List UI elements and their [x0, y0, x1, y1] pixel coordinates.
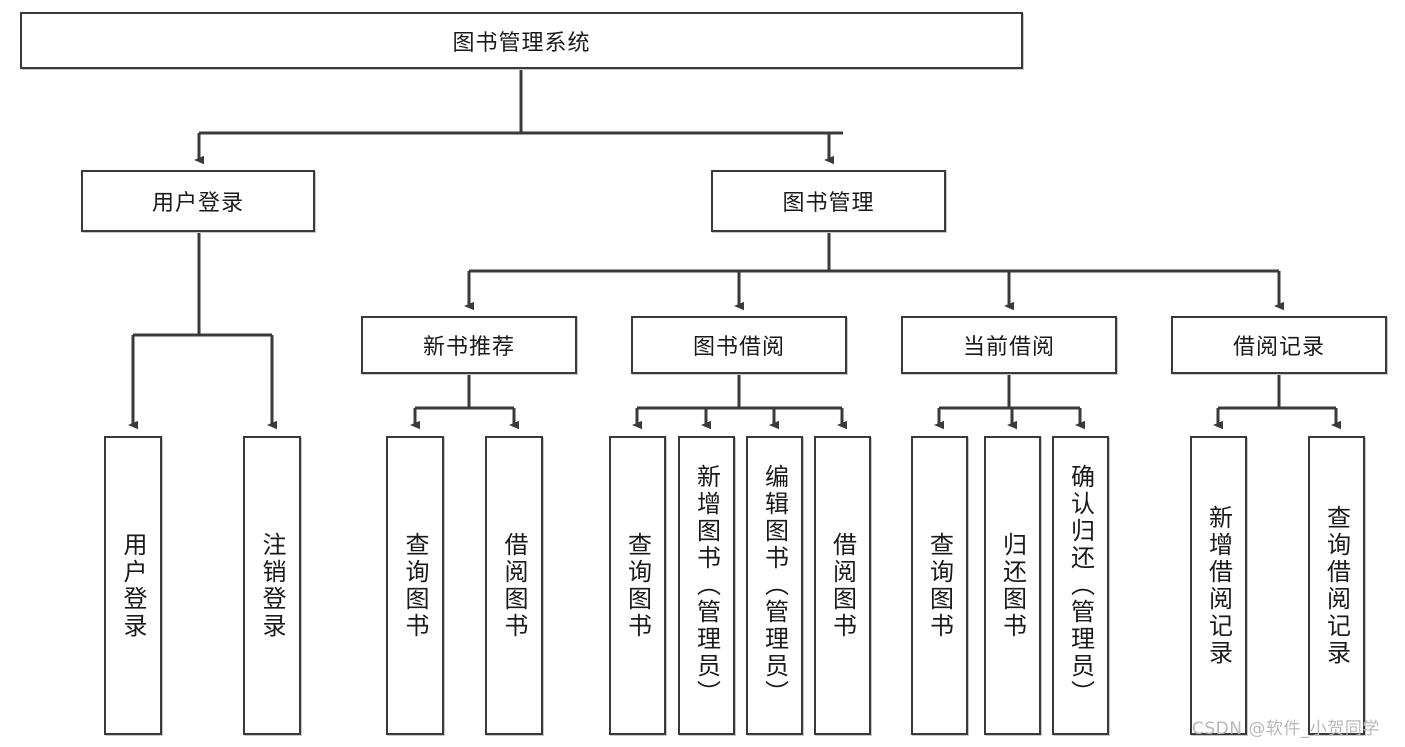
node-leaf-query-book-1-label: 查询图书	[401, 531, 429, 640]
node-leaf-borrow-book-1[interactable]: 借阅图书	[485, 436, 543, 735]
node-book-manage[interactable]: 图书管理	[711, 170, 946, 232]
node-leaf-user-login[interactable]: 用户登录	[104, 436, 162, 735]
node-book-borrow-label: 图书借阅	[692, 335, 785, 360]
node-leaf-confirm-return[interactable]: 确认归还（管理员）	[1052, 436, 1109, 735]
node-leaf-query-book-2-label: 查询图书	[623, 531, 652, 640]
node-root[interactable]: 图书管理系统	[20, 12, 1023, 69]
node-leaf-add-book-label: 新增图书（管理员）	[692, 464, 721, 707]
node-root-label: 图书管理系统	[452, 30, 591, 56]
node-user-login[interactable]: 用户登录	[81, 170, 315, 232]
node-current-borrow-label: 当前借阅	[962, 335, 1055, 360]
node-borrow-record-label: 借阅记录	[1232, 335, 1325, 360]
node-new-book-rec-label: 新书推荐	[422, 335, 515, 360]
node-borrow-record[interactable]: 借阅记录	[1171, 316, 1387, 374]
node-leaf-borrow-book-2[interactable]: 借阅图书	[814, 436, 871, 735]
node-leaf-edit-book[interactable]: 编辑图书（管理员）	[746, 436, 803, 735]
node-book-manage-label: 图书管理	[782, 191, 875, 216]
node-leaf-logout[interactable]: 注销登录	[243, 436, 301, 735]
node-leaf-logout-label: 注销登录	[258, 531, 286, 640]
node-leaf-query-book-3[interactable]: 查询图书	[911, 436, 968, 735]
node-leaf-query-record[interactable]: 查询借阅记录	[1308, 436, 1365, 735]
node-leaf-borrow-book-1-label: 借阅图书	[500, 531, 528, 640]
node-leaf-add-record-label: 新增借阅记录	[1204, 504, 1233, 667]
node-leaf-add-record[interactable]: 新增借阅记录	[1190, 436, 1247, 735]
node-user-login-label: 用户登录	[151, 191, 244, 216]
node-leaf-query-book-1[interactable]: 查询图书	[386, 436, 444, 735]
node-leaf-return-book-label: 归还图书	[998, 531, 1027, 640]
node-current-borrow[interactable]: 当前借阅	[901, 316, 1117, 374]
node-leaf-query-book-2[interactable]: 查询图书	[609, 436, 666, 735]
node-leaf-query-record-label: 查询借阅记录	[1322, 504, 1351, 667]
node-leaf-edit-book-label: 编辑图书（管理员）	[760, 464, 789, 707]
node-leaf-return-book[interactable]: 归还图书	[984, 436, 1041, 735]
node-leaf-borrow-book-2-label: 借阅图书	[828, 531, 857, 640]
node-book-borrow[interactable]: 图书借阅	[631, 316, 847, 374]
node-leaf-confirm-return-label: 确认归还（管理员）	[1066, 464, 1095, 707]
csdn-watermark: CSDN @软件_小贺同学	[1192, 719, 1380, 739]
node-leaf-add-book[interactable]: 新增图书（管理员）	[678, 436, 735, 735]
node-leaf-user-login-label: 用户登录	[119, 531, 147, 640]
node-new-book-rec[interactable]: 新书推荐	[361, 316, 577, 374]
node-leaf-query-book-3-label: 查询图书	[925, 531, 954, 640]
